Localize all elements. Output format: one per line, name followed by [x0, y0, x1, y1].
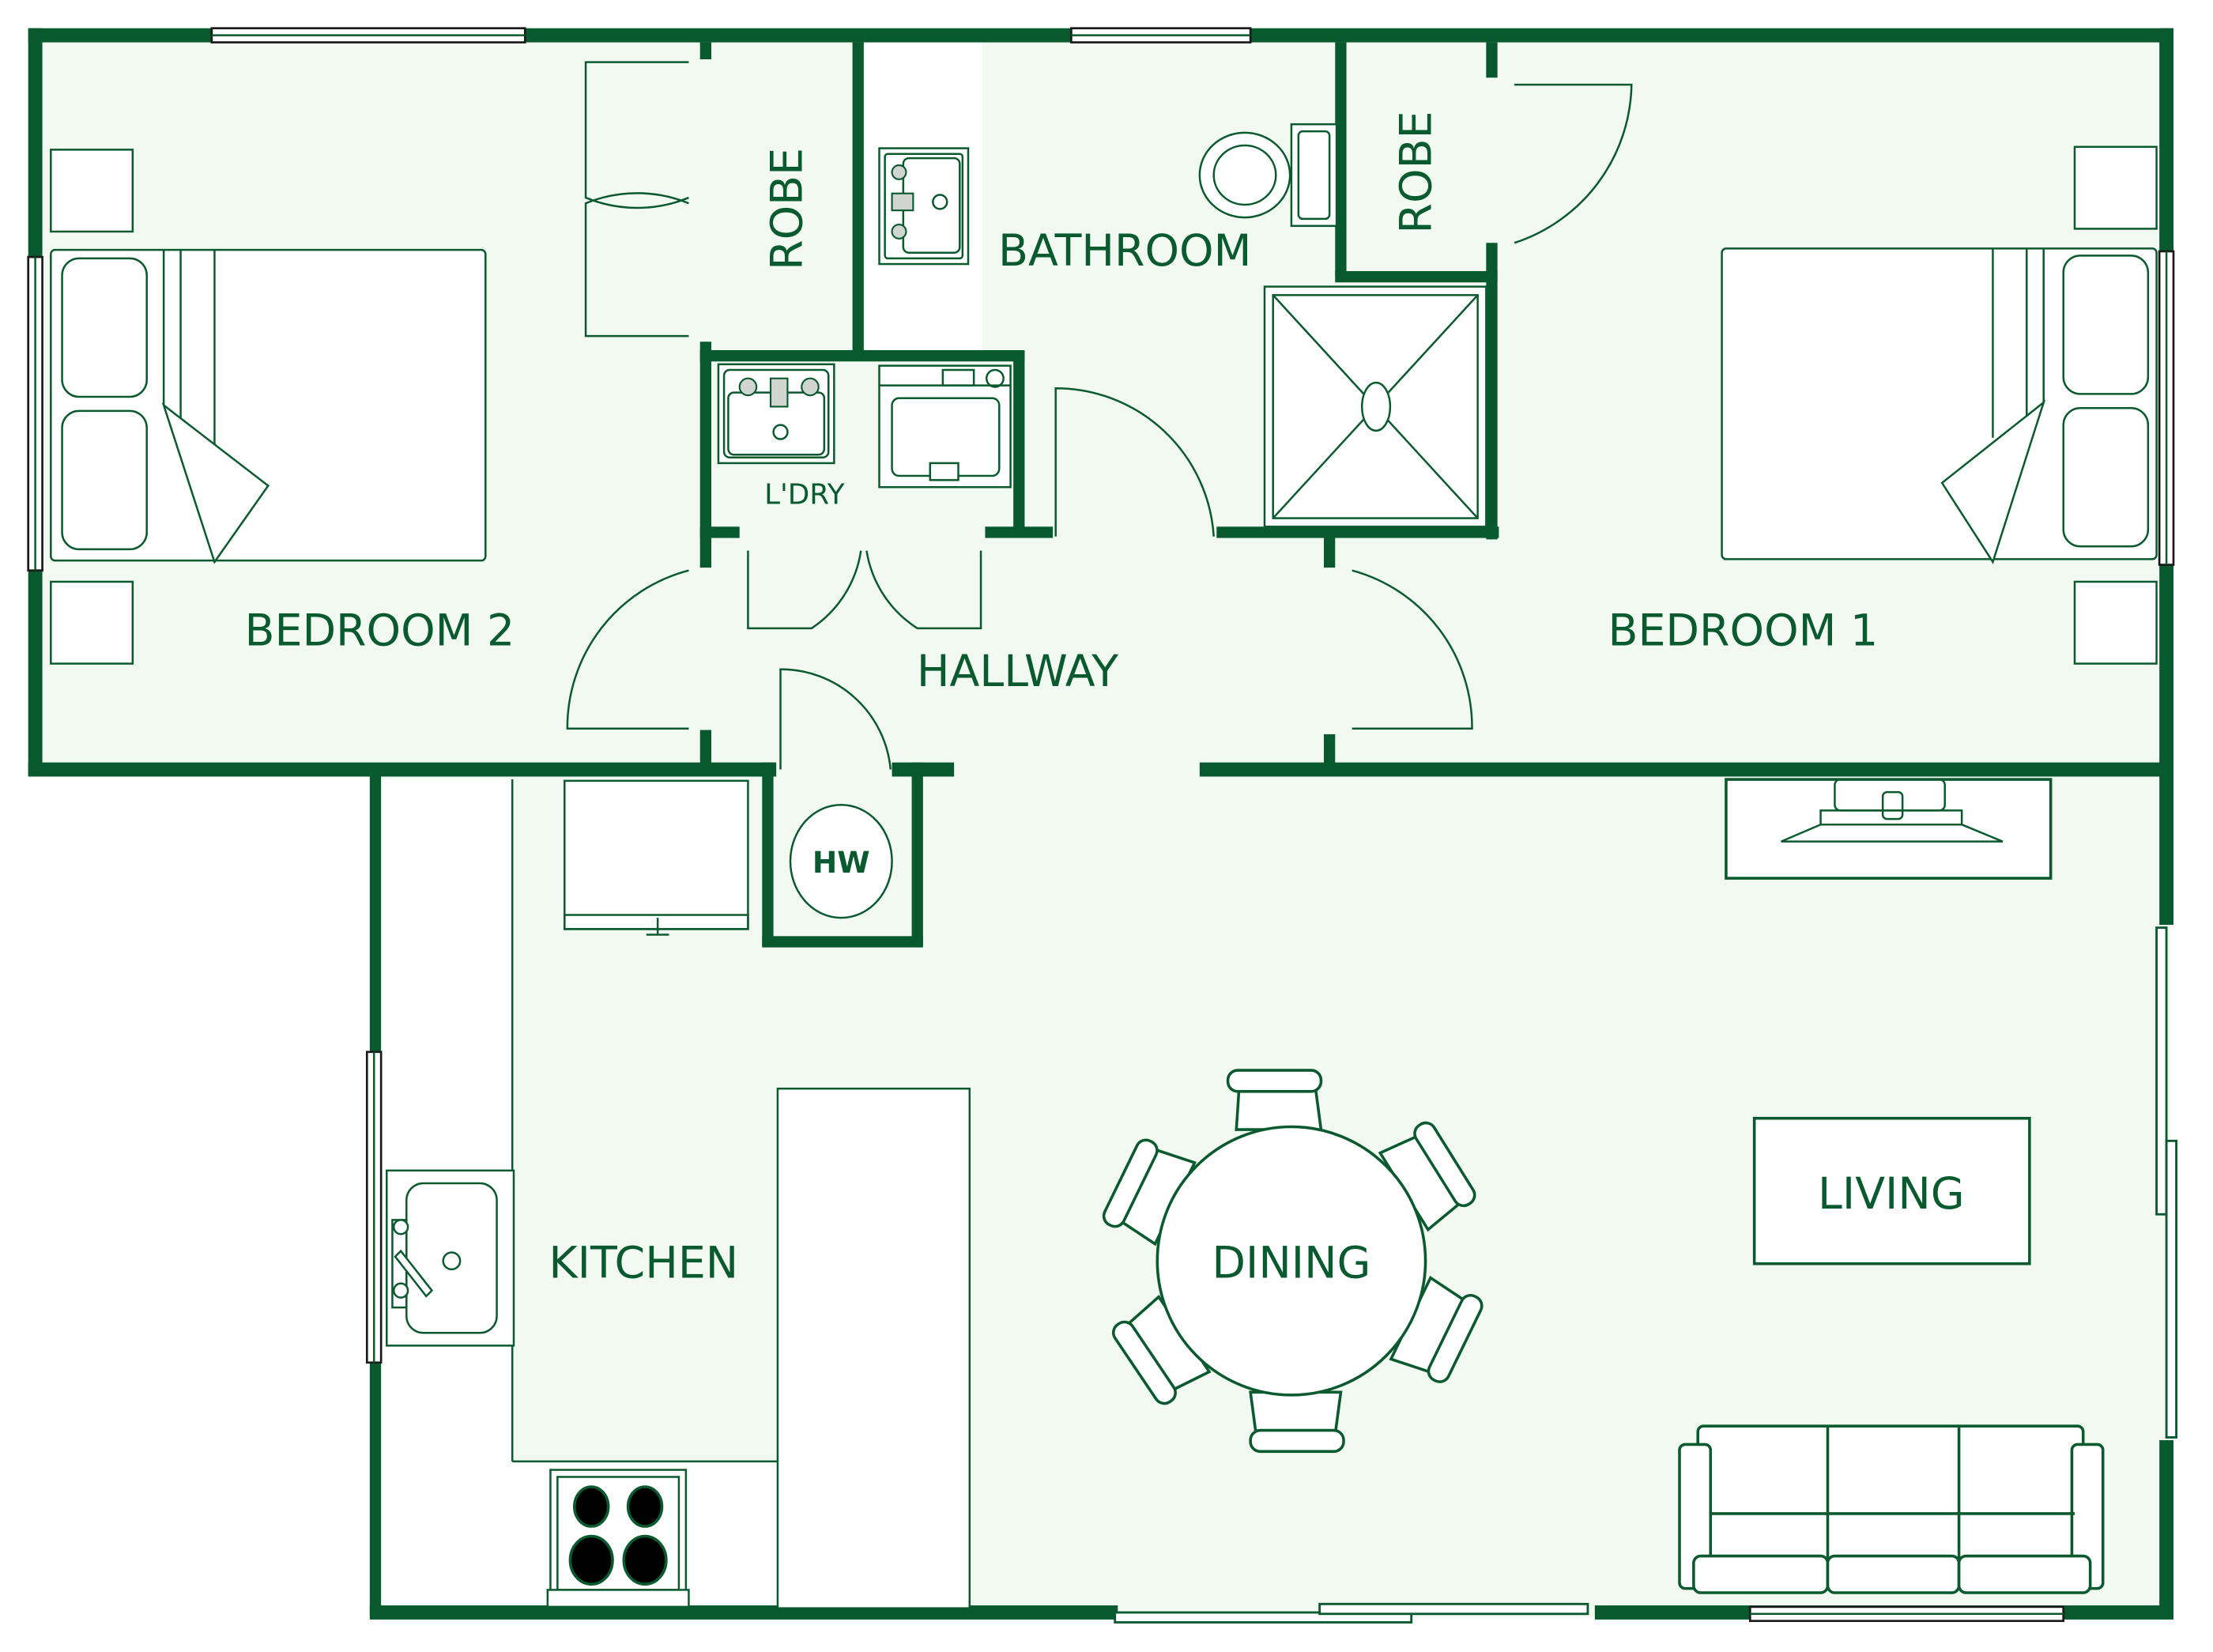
double-bed [1721, 247, 2158, 560]
interior-walls [699, 42, 1499, 948]
bathroom-door [1054, 387, 1215, 537]
dining-chair [1378, 1121, 1476, 1232]
pillow [2062, 255, 2150, 395]
pillow [2062, 406, 2150, 548]
label-robe-left: ROBE [762, 148, 812, 270]
fridge [564, 779, 749, 936]
double-bed [50, 248, 487, 562]
dining-chair [1249, 1390, 1345, 1454]
kitchen-fixtures [386, 779, 971, 1609]
dining-chair [1111, 1295, 1212, 1405]
bedroom-2-door [566, 569, 689, 730]
windows [27, 27, 2178, 1624]
label-bathroom: BATHROOM [998, 226, 1251, 277]
shower-drain [1360, 381, 1392, 432]
laundry-door-b [865, 550, 982, 630]
toilet [1198, 123, 1338, 228]
robe-door-left-a [584, 61, 689, 209]
sliding-door-dining-b [1318, 1602, 1589, 1616]
dining-set [1102, 1069, 1484, 1454]
doors [566, 61, 1633, 770]
dining-chair [1102, 1138, 1197, 1247]
label-hot-water: HW [812, 845, 870, 880]
robe-door-left-b [584, 192, 689, 338]
laundry-door-a [747, 550, 862, 630]
robe-door-right [1514, 83, 1633, 244]
bedroom-2-furniture [50, 149, 487, 665]
dining-chair [1389, 1276, 1484, 1383]
sliding-window-living-a [2155, 926, 2168, 1216]
kitchen-island [776, 1088, 971, 1609]
coffee-table [1752, 1116, 2031, 1265]
bathroom-fixtures [878, 123, 1487, 528]
label-laundry: L'DRY [764, 479, 845, 511]
sliding-window-living-b [2165, 1139, 2178, 1439]
label-dining: DINING [1212, 1239, 1370, 1289]
shower [1263, 285, 1487, 528]
label-living: LIVING [1818, 1169, 1965, 1220]
tv-unit [1725, 778, 2053, 880]
dining-chair [1226, 1069, 1323, 1131]
bedside-table [50, 149, 134, 233]
label-bedroom-1: BEDROOM 1 [1608, 605, 1878, 656]
label-robe-right: ROBE [1392, 111, 1442, 233]
living-furniture [1678, 778, 2105, 1594]
exterior-walls [28, 28, 2173, 1620]
pillow [61, 257, 148, 398]
label-bedroom-2: BEDROOM 2 [244, 605, 515, 656]
bedroom-1-door [1352, 569, 1473, 730]
hot-water-unit [789, 803, 893, 919]
bedroom-1-furniture [1721, 145, 2158, 665]
bedside-table [2073, 580, 2158, 665]
kitchen-sink [386, 1169, 515, 1347]
cooktop [546, 1469, 690, 1609]
bedside-table [2073, 145, 2158, 230]
label-hallway: HALLWAY [917, 647, 1118, 697]
bedside-table [50, 580, 134, 665]
round-dining-table [1156, 1125, 1427, 1397]
label-kitchen: KITCHEN [549, 1239, 738, 1289]
pillow [61, 409, 148, 551]
three-seat-sofa [1678, 1424, 2105, 1594]
hw-cupboard-door [779, 668, 892, 770]
laundry-fixtures [717, 363, 1012, 488]
room-labels: BEDROOM 2 ROBE BATHROOM ROBE BEDROOM 1 L… [244, 111, 1964, 1288]
